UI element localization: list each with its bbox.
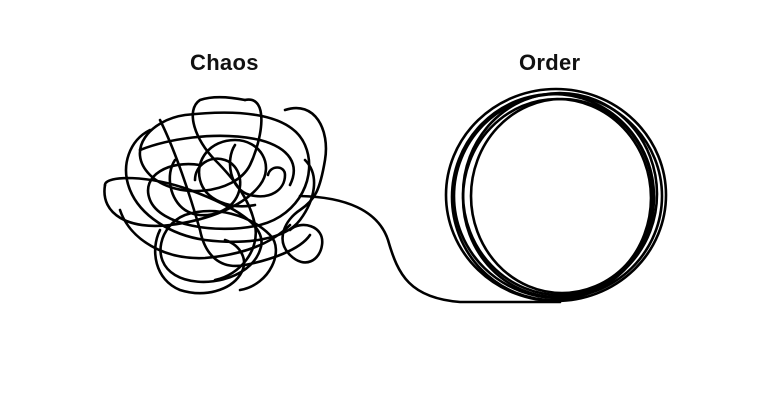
neat-coil-icon [444, 87, 668, 303]
tangled-scribble-icon [103, 95, 328, 295]
order-label: Order [519, 50, 581, 75]
connector-line [298, 194, 562, 304]
chaos-label: Chaos [190, 50, 259, 75]
